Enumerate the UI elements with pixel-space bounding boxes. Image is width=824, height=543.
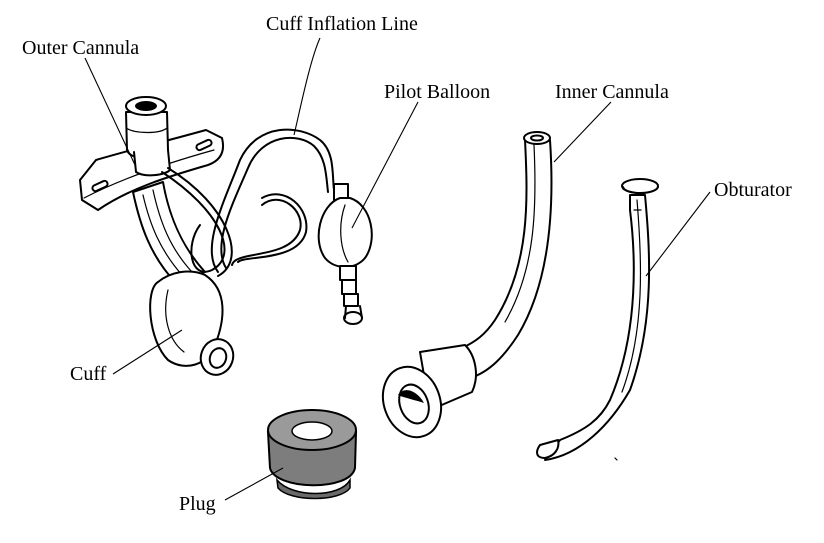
label-pilot-balloon: Pilot Balloon	[384, 81, 490, 103]
label-cuff-inflation-line: Cuff Inflation Line	[266, 13, 418, 35]
pilot-balloon-drawing	[317, 183, 373, 325]
cuff-inflation-line-drawing	[161, 128, 335, 277]
inner-cannula-drawing	[381, 131, 553, 439]
outer-cannula-drawing	[79, 96, 235, 376]
outer-cannula-leader	[84, 57, 136, 166]
pilot-balloon-leader	[351, 101, 419, 229]
label-cuff: Cuff	[70, 363, 107, 385]
label-inner-cannula: Inner Cannula	[555, 81, 669, 103]
cuff-inflation-line-leader	[293, 37, 321, 136]
obturator-leader	[645, 191, 711, 277]
plug-leader	[224, 467, 284, 501]
inner-cannula-leader	[553, 101, 612, 163]
label-outer-cannula: Outer Cannula	[22, 37, 139, 59]
stray-mark	[614, 457, 618, 461]
plug-drawing	[266, 409, 358, 500]
cuff-leader	[112, 329, 183, 375]
label-obturator: Obturator	[714, 179, 792, 201]
obturator-drawing	[536, 178, 659, 461]
label-plug: Plug	[179, 493, 216, 515]
